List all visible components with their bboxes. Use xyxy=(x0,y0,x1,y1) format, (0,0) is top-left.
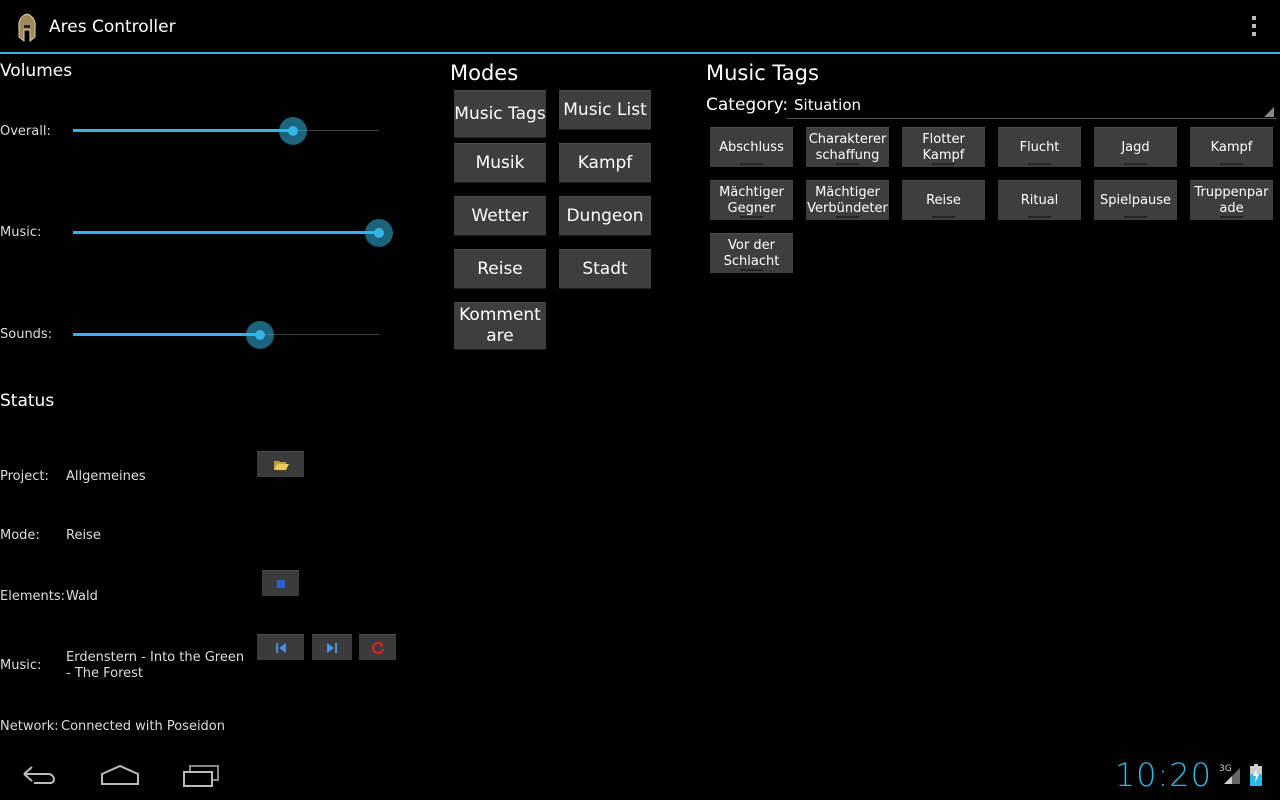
open-project-button[interactable] xyxy=(257,451,304,477)
project-value: Allgemeines xyxy=(66,469,146,484)
back-icon[interactable] xyxy=(22,762,58,788)
home-icon[interactable] xyxy=(100,762,140,788)
action-bar: Ares Controller xyxy=(0,0,1280,54)
network-type: 3G xyxy=(1219,764,1232,774)
tag-flucht-button[interactable]: Flucht xyxy=(998,127,1081,167)
volumes-title: Volumes xyxy=(0,61,73,81)
repeat-track-button[interactable] xyxy=(359,634,396,660)
mode-wetter-button[interactable]: Wetter xyxy=(454,196,546,236)
tag-charaktererschaffung-button[interactable]: Charaktererschaffung xyxy=(806,127,889,167)
tag-truppenparade-button[interactable]: Truppenparade xyxy=(1190,180,1273,220)
mode-music-list-button[interactable]: Music List xyxy=(559,90,651,130)
clock: 10:20 xyxy=(1114,756,1212,794)
mode-label: Mode: xyxy=(0,528,40,543)
dropdown-arrow-icon xyxy=(1264,107,1274,117)
overall-volume-label: Overall: xyxy=(0,124,51,139)
tag-maechtiger-verbuendeter-button[interactable]: Mächtiger Verbündeter xyxy=(806,180,889,220)
stop-elements-button[interactable] xyxy=(262,570,299,596)
helmet-logo-icon xyxy=(18,13,36,43)
tag-reise-button[interactable]: Reise xyxy=(902,180,985,220)
skip-next-icon xyxy=(327,642,337,653)
tag-kampf-button[interactable]: Kampf xyxy=(1190,127,1273,167)
network-label: Network: xyxy=(0,719,59,734)
elements-label: Elements: xyxy=(0,589,65,604)
battery-charging-icon xyxy=(1250,764,1262,786)
mode-reise-button[interactable]: Reise xyxy=(454,249,546,289)
music-label: Music: xyxy=(0,658,42,673)
category-value: Situation xyxy=(794,96,862,114)
overall-volume-slider[interactable] xyxy=(73,113,379,149)
previous-track-button[interactable] xyxy=(257,634,304,660)
status-title: Status xyxy=(0,391,55,411)
recent-apps-icon[interactable] xyxy=(182,762,220,788)
network-value: Connected with Poseidon xyxy=(61,719,226,734)
category-label: Category: xyxy=(706,95,789,115)
tag-vor-der-schlacht-button[interactable]: Vor der Schlacht xyxy=(710,233,793,273)
next-track-button[interactable] xyxy=(312,634,352,660)
elements-value: Wald xyxy=(66,589,98,604)
folder-open-icon xyxy=(273,460,289,470)
overflow-menu-icon[interactable] xyxy=(1250,16,1258,40)
signal-icon xyxy=(1224,768,1240,784)
tag-flotter-kampf-button[interactable]: Flotter Kampf xyxy=(902,127,985,167)
mode-musik-button[interactable]: Musik xyxy=(454,143,546,183)
sounds-volume-slider[interactable] xyxy=(73,317,379,353)
tag-jagd-button[interactable]: Jagd xyxy=(1094,127,1177,167)
mode-dungeon-button[interactable]: Dungeon xyxy=(559,196,651,236)
modes-title: Modes xyxy=(450,61,519,85)
music-value: Erdenstern - Into the Green - The Forest xyxy=(66,650,245,681)
skip-previous-icon xyxy=(275,642,286,653)
mode-value: Reise xyxy=(66,528,101,543)
mode-kommentare-button[interactable]: Kommentare xyxy=(454,302,546,350)
music-volume-label: Music: xyxy=(0,225,42,240)
tag-maechtiger-gegner-button[interactable]: Mächtiger Gegner xyxy=(710,180,793,220)
mode-stadt-button[interactable]: Stadt xyxy=(559,249,651,289)
music-volume-slider[interactable] xyxy=(73,215,393,251)
project-label: Project: xyxy=(0,469,49,484)
music-tags-title: Music Tags xyxy=(706,61,819,85)
mode-kampf-button[interactable]: Kampf xyxy=(559,143,651,183)
mode-music-tags-button[interactable]: Music Tags xyxy=(454,90,546,138)
tag-ritual-button[interactable]: Ritual xyxy=(998,180,1081,220)
app-title: Ares Controller xyxy=(49,17,176,37)
repeat-icon xyxy=(371,641,384,654)
tag-spielpause-button[interactable]: Spielpause xyxy=(1094,180,1177,220)
category-spinner[interactable]: Situation xyxy=(786,90,1276,119)
stop-icon xyxy=(276,579,285,588)
sounds-volume-label: Sounds: xyxy=(0,327,53,342)
tag-abschluss-button[interactable]: Abschluss xyxy=(710,127,793,167)
